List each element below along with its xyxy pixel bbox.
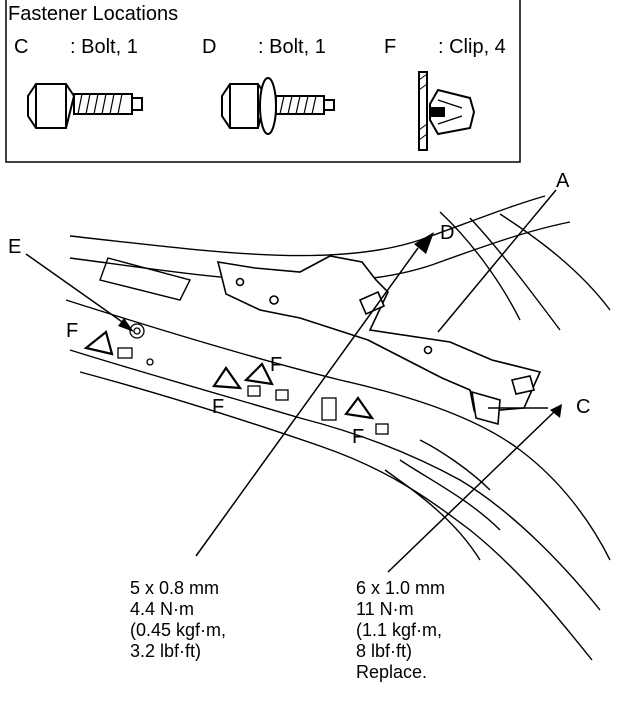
spec-d-torque-nm: 4.4 N·m [130,599,195,619]
spec-c-size: 6 x 1.0 mm [356,578,446,598]
spec-d-torque-kgfm: (0.45 kgf·m, [130,620,227,640]
leader-arrowheads [118,232,562,418]
spec-c-torque-kgfm: (1.1 kgf·m, [356,620,443,640]
panel-clips [117,323,389,435]
legend-c-desc: : Bolt, 1 [70,36,138,58]
callout-f-1: F [66,320,79,342]
callout-f-3: F [212,396,225,418]
spec-c-torque-nm: 11 N·m [356,599,414,619]
callout-e: E [8,236,22,258]
vehicle-body-outline [65,195,611,661]
bracket-a [216,255,542,426]
legend-c-letter: C [14,36,29,58]
bolt-c-icon [27,83,143,129]
legend-title: Fastener Locations [8,3,179,25]
spec-bolt-c: 6 x 1.0 mm 11 N·m (1.1 kgf·m, 8 lbf·ft) … [356,578,445,683]
legend-d-desc: : Bolt, 1 [258,36,326,58]
clip-f-markers [83,330,375,420]
spec-c-torque-lbfft: 8 lbf·ft) [356,641,413,661]
callout-c: C [576,396,591,418]
leader-lines [25,189,557,573]
callout-f-2: F [270,354,283,376]
spec-bolt-d: 5 x 0.8 mm 4.4 N·m (0.45 kgf·m, 3.2 lbf·… [130,578,226,662]
callout-a: A [556,170,570,192]
legend-frame [5,0,521,163]
clip-f-icon [418,71,476,151]
spec-c-replace-note: Replace. [356,662,428,682]
bolt-d-icon [221,77,335,135]
legend-f-desc: : Clip, 4 [438,36,506,58]
spec-d-size: 5 x 0.8 mm [130,578,220,598]
callout-f-4: F [352,426,365,448]
callout-d: D [440,222,455,244]
spec-d-torque-lbfft: 3.2 lbf·ft) [130,641,202,661]
legend-d-letter: D [202,36,217,58]
legend-f-letter: F [384,36,397,58]
